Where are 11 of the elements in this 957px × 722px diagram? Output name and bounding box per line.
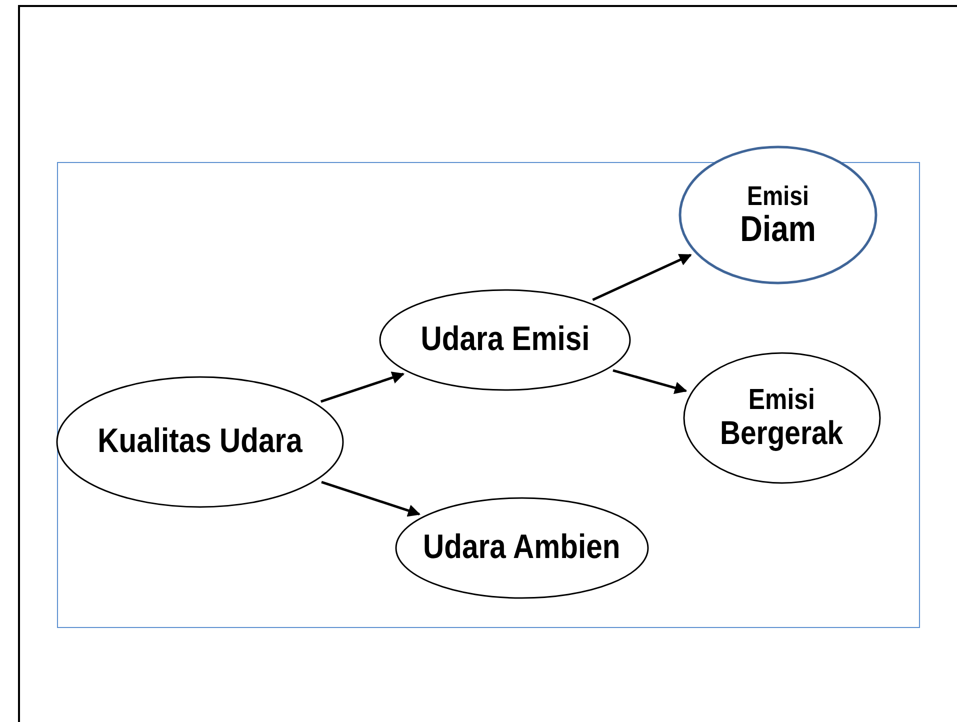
arrow xyxy=(320,372,405,403)
arrow xyxy=(592,254,692,301)
node-label: Kualitas Udara xyxy=(98,424,302,460)
arrow xyxy=(612,369,688,394)
node-label: Emisi xyxy=(748,385,816,416)
node-label: Udara Ambien xyxy=(423,530,621,566)
arrow xyxy=(321,480,421,517)
node-label: Udara Emisi xyxy=(420,322,590,358)
node-label: Emisi xyxy=(747,182,809,210)
node-label: Bergerak xyxy=(720,416,844,451)
node-label: Diam xyxy=(740,210,816,248)
